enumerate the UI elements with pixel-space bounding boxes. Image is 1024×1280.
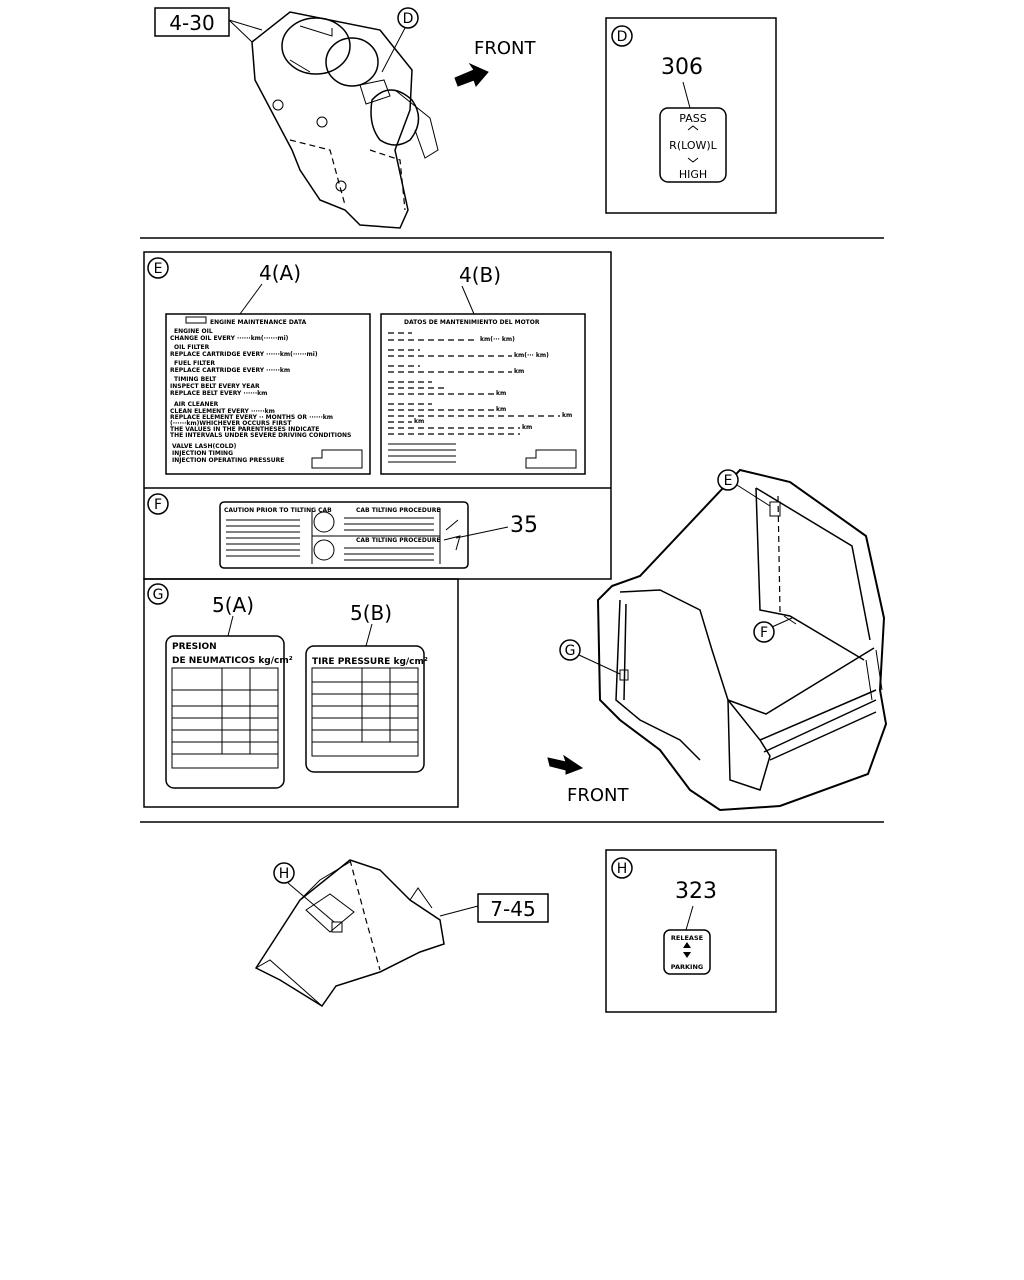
- part-306-number[interactable]: 306: [661, 55, 703, 80]
- switch-high-text: HIGH: [679, 168, 707, 181]
- front-label-top: FRONT: [474, 38, 536, 59]
- front-arrow-top: [454, 62, 489, 87]
- label-323-parking: PARKING: [671, 963, 703, 971]
- callout-e-cab-text: E: [724, 473, 733, 489]
- label-4b-unit-4: km: [496, 406, 506, 413]
- label-4b-unit-7: km: [522, 424, 532, 431]
- label-4b-unit-2: km: [514, 368, 524, 375]
- label-4a-line-13: THE VALUES IN THE PARENTHESES INDICATE: [170, 426, 319, 433]
- switch-pass-text: PASS: [679, 112, 706, 125]
- label-4a-line-5: REPLACE CARTRIDGE EVERY ······km: [170, 367, 290, 374]
- detail-d-box: [605, 17, 777, 214]
- label-4a-line-16: INJECTION TIMING: [172, 450, 233, 457]
- label-4b-unit-0: km(··· km): [480, 336, 515, 343]
- callout-d-detail[interactable]: D: [611, 25, 633, 47]
- label-4a-line-11: REPLACE ELEMENT EVERY ·· MONTHS OR ·····…: [170, 414, 333, 421]
- label-4a-engine-maintenance: ENGINE MAINTENANCE DATA ENGINE OIL CHANG…: [165, 313, 371, 475]
- label-4b-title: DATOS DE MANTENIMIENTO DEL MOTOR: [404, 319, 540, 326]
- part-5b-number[interactable]: 5(B): [350, 601, 392, 625]
- callout-g-detail[interactable]: G: [147, 583, 169, 605]
- callout-g-cab-text: G: [565, 643, 576, 659]
- switch-low-text: R(LOW)L: [669, 139, 717, 152]
- part-323-number[interactable]: 323: [675, 879, 717, 904]
- label-4a-line-1: CHANGE OIL EVERY ······km(······mi): [170, 335, 289, 342]
- label-4b-unit-5: km: [562, 412, 572, 419]
- callout-e-detail-text: E: [154, 261, 163, 277]
- detail-h-box: [605, 849, 777, 1013]
- label-4a-title: ENGINE MAINTENANCE DATA: [210, 319, 307, 326]
- label-4a-line-14: THE INTERVALS UNDER SEVERE DRIVING CONDI…: [170, 432, 351, 439]
- detail-g-frame: [143, 578, 459, 808]
- label-4b-unit-1: km(··· km): [514, 352, 549, 359]
- part-4b-number[interactable]: 4(B): [459, 263, 501, 287]
- front-label-middle: FRONT: [567, 785, 629, 806]
- label-5a-line1: PRESION: [172, 642, 217, 652]
- label-4a-line-6: TIMING BELT: [174, 376, 217, 383]
- label-5a-line2: DE NEUMATICOS kg/cm²: [172, 656, 293, 666]
- label-4a-line-15: VALVE LASH(COLD): [172, 443, 237, 450]
- label-4a-line-2: OIL FILTER: [174, 344, 210, 351]
- label-4a-line-3: REPLACE CARTRIDGE EVERY ······km(······m…: [170, 351, 318, 358]
- parking-release-label-323: RELEASE PARKING: [663, 929, 711, 975]
- callout-d-detail-text: D: [617, 29, 628, 45]
- callout-e-cab[interactable]: E: [717, 469, 739, 491]
- callout-g-cab[interactable]: G: [559, 639, 581, 661]
- label-5b-line1: TIRE PRESSURE kg/cm²: [312, 657, 428, 667]
- label-35-procedure-1: CAB TILTING PROCEDURE: [356, 507, 440, 514]
- callout-h-bottom[interactable]: H: [273, 862, 295, 884]
- callout-f-cab[interactable]: F: [753, 621, 775, 643]
- label-4a-line-12: (······km)WHICHEVER OCCURS FIRST: [170, 420, 292, 427]
- callout-d-top[interactable]: D: [397, 7, 419, 29]
- label-5a-presion-neumaticos: PRESION DE NEUMATICOS kg/cm²: [165, 635, 293, 789]
- label-323-release: RELEASE: [671, 934, 703, 942]
- label-4a-line-9: AIR CLEANER: [174, 401, 219, 408]
- steering-column-cover: [251, 11, 439, 229]
- callout-h-bottom-text: H: [279, 866, 290, 882]
- ref-7-45-text: 7-45: [490, 897, 535, 921]
- label-35-procedure-2: CAB TILTING PROCEDURE: [356, 537, 440, 544]
- label-4b-unit-6: km: [414, 418, 424, 425]
- label-4b-datos-mantenimiento: DATOS DE MANTENIMIENTO DEL MOTOR km(··· …: [380, 313, 586, 475]
- switch-label-306: PASS R(LOW)L HIGH: [659, 107, 727, 183]
- label-35-caution: CAUTION PRIOR TO TILTING CAB: [224, 507, 332, 514]
- ref-4-30-box[interactable]: 4-30: [154, 7, 230, 37]
- label-4b-unit-3: km: [496, 390, 506, 397]
- callout-f-detail[interactable]: F: [147, 493, 169, 515]
- label-4a-line-8: REPLACE BELT EVERY ······km: [170, 390, 267, 397]
- label-4a-line-17: INJECTION OPERATING PRESSURE: [172, 457, 284, 464]
- part-4a-number[interactable]: 4(A): [259, 261, 301, 285]
- callout-h-detail-text: H: [617, 861, 628, 877]
- label-4a-line-0: ENGINE OIL: [174, 328, 213, 335]
- callout-h-detail[interactable]: H: [611, 857, 633, 879]
- ref-7-45-box[interactable]: 7-45: [477, 893, 549, 923]
- cab-body: [596, 468, 888, 812]
- callout-e-detail[interactable]: E: [147, 257, 169, 279]
- callout-g-detail-text: G: [153, 587, 164, 603]
- callout-d-top-text: D: [403, 11, 414, 27]
- part-5a-number[interactable]: 5(A): [212, 593, 254, 617]
- part-35-number[interactable]: 35: [510, 513, 538, 538]
- callout-f-detail-text: F: [154, 497, 162, 513]
- label-5b-tire-pressure: TIRE PRESSURE kg/cm²: [305, 645, 428, 773]
- label-4a-line-10: CLEAN ELEMENT EVERY ······km: [170, 408, 275, 415]
- front-arrow-middle: [547, 754, 584, 775]
- label-4a-line-4: FUEL FILTER: [174, 360, 215, 367]
- parking-brake-cover: [254, 859, 445, 1008]
- label-4a-line-7: INSPECT BELT EVERY YEAR: [170, 383, 260, 390]
- label-35-cab-tilting: CAUTION PRIOR TO TILTING CAB CAB TILTING…: [219, 501, 469, 569]
- callout-f-cab-text: F: [760, 625, 768, 641]
- ref-4-30-text: 4-30: [169, 11, 214, 35]
